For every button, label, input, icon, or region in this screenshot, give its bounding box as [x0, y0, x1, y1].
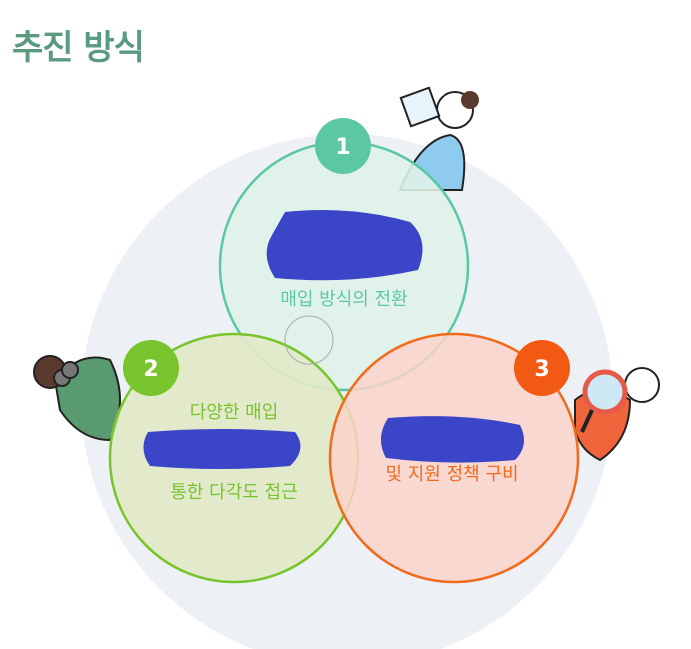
step-2-text-line3: 통한 다각도 접근: [170, 482, 297, 503]
step-3-text: 및 지원 정책 구비: [385, 464, 518, 485]
person-magnifier-illustration: [574, 367, 660, 462]
step-1-text: 매입 방식의 전환: [280, 289, 407, 310]
step-3-number: 3: [534, 357, 549, 382]
redaction-mark: [266, 209, 423, 281]
step-1-badge: [315, 118, 371, 174]
redaction-mark: [380, 416, 524, 463]
redaction-mark: [143, 429, 301, 469]
center-marker: [284, 315, 334, 365]
step-2-number: 2: [143, 357, 158, 382]
step-3-badge: [514, 340, 570, 396]
step-2-text-line1: 다양한 매입: [190, 402, 279, 423]
step-2-badge: [123, 340, 179, 396]
step-1-number: 1: [335, 135, 350, 160]
person-binoculars-illustration: [33, 355, 121, 442]
page-title: 추진 방식: [12, 28, 145, 68]
